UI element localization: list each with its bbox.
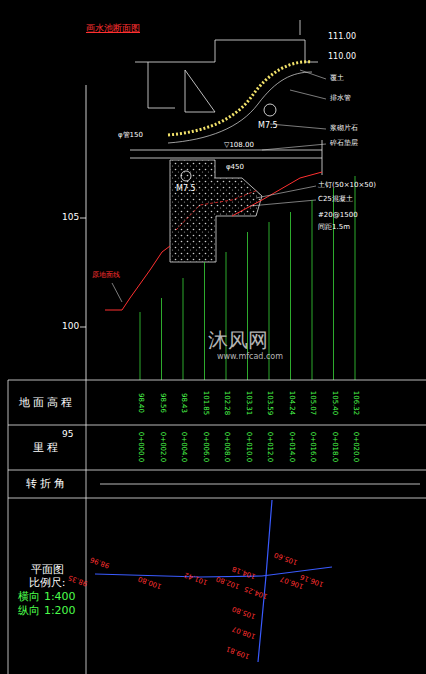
table-value: 0+010.0: [244, 432, 251, 462]
station-line: [355, 176, 356, 380]
header-text: 地面高程: [8, 396, 86, 410]
watermark: 沐风网: [208, 330, 268, 350]
table-header-cell: 转折角: [8, 477, 86, 491]
table-header-cell: 里程: [8, 441, 86, 455]
table-value: 101.85: [201, 391, 208, 416]
station-line: [183, 278, 184, 380]
table-value: 98.56: [158, 393, 165, 413]
station-line: [312, 200, 313, 380]
header-text: 横向 1:400: [8, 590, 86, 604]
table-value: 0+008.0: [223, 432, 230, 462]
table-value: 104.24: [287, 391, 294, 416]
table-value: 0+006.0: [201, 432, 208, 462]
callout-label: 土钉(50×10×50): [318, 182, 376, 189]
callout-label: 原地面线: [92, 272, 120, 279]
table-value: 100.80: [137, 575, 162, 590]
watermark: www.mfcad.com: [217, 353, 283, 361]
structure-outline: [130, 20, 322, 175]
table-value: 105.07: [309, 391, 316, 416]
table-value: 103.59: [266, 391, 273, 416]
table-value: 106.32: [352, 391, 359, 416]
cover-curve: [168, 62, 312, 135]
table-value: 0+016.0: [309, 432, 316, 462]
table-value: 98.40: [137, 393, 144, 413]
callout-label: 碎石垫层: [330, 140, 358, 147]
header-text: 纵向 1:200: [8, 604, 86, 618]
callout-label: 排水管: [330, 95, 351, 102]
elevation-axis: [80, 85, 86, 380]
table-value: 105.80: [231, 605, 256, 620]
callout-label: ▽108.00: [224, 142, 254, 149]
callout-label: φ450: [226, 164, 244, 171]
station-line: [140, 312, 141, 380]
station-line: [204, 262, 205, 380]
drawing-title: 画水池断面图: [86, 24, 140, 33]
callout-label: M7.5: [258, 122, 278, 130]
mortar-symbol: [181, 171, 191, 181]
callout-label: 105: [62, 213, 79, 222]
table-value: 0+002.0: [158, 432, 165, 462]
callout-label: 间距1.5m: [318, 224, 350, 231]
header-text: 比例尺:: [8, 576, 86, 590]
callout-label: C25混凝土: [318, 196, 353, 203]
header-text: 平面图: [8, 563, 86, 577]
header-text: 转折角: [8, 477, 86, 491]
table-value: 102.28: [223, 391, 230, 416]
table-value: 0+018.0: [330, 432, 337, 462]
station-line: [140, 176, 355, 380]
callout-label: #20@1500: [318, 212, 358, 219]
masonry-wall: [170, 160, 262, 262]
table-header-cell: 地面高程: [8, 396, 86, 410]
table-value: 103.31: [244, 391, 251, 416]
table-value: 0+014.0: [287, 432, 294, 462]
table-value: 105.60: [273, 551, 298, 566]
mortar-symbol: [264, 104, 276, 116]
table-value: 108.07: [231, 625, 256, 640]
callout-label: φ管150: [118, 132, 143, 139]
callout-label: 111.00: [328, 33, 356, 41]
table-value: 101.42: [183, 571, 208, 586]
table-value: 0+020.0: [352, 432, 359, 462]
table-value: 98.35: [67, 573, 88, 586]
table-value: 105.40: [330, 391, 337, 416]
callout-label: M7.5: [176, 185, 196, 193]
table-value: 109.81: [225, 645, 250, 660]
callout-label: 覆土: [330, 75, 344, 82]
table-value: 104.18: [231, 565, 256, 580]
leader-line: [112, 70, 326, 302]
plan-alignment: [95, 500, 332, 662]
profile-table: [8, 380, 426, 674]
callout-label: 100: [62, 322, 79, 331]
cover-curve: [168, 72, 312, 143]
table-value: 0+004.0: [180, 432, 187, 462]
callout-label: 110.00: [328, 53, 356, 61]
station-line: [290, 212, 291, 380]
table-value: 98.96: [89, 555, 110, 568]
ground-line: [232, 172, 322, 216]
header-text: 里程: [8, 441, 86, 455]
table-value: 0+012.0: [266, 432, 273, 462]
callout-label: 浆砌片石: [330, 125, 358, 132]
design-line: [176, 190, 258, 230]
table-value: 0+000.0: [137, 432, 144, 462]
table-value: 98.43: [180, 393, 187, 413]
table-header-cell: 平面图比例尺:横向 1:400纵向 1:200: [8, 563, 86, 618]
station-line: [161, 298, 162, 380]
callout-label: 95: [62, 430, 73, 439]
